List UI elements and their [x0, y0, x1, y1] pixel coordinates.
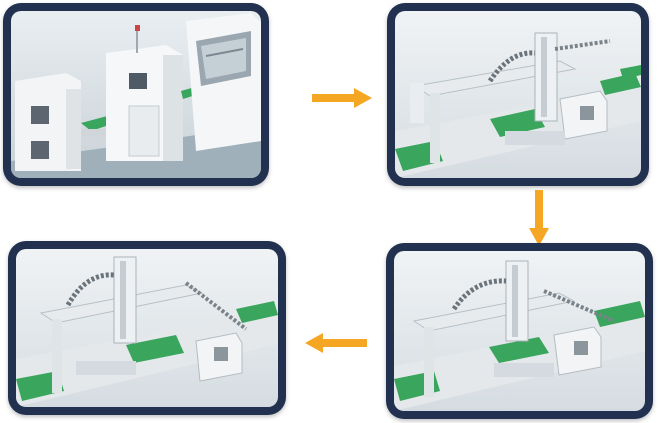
- arrow-down-icon: [529, 190, 549, 246]
- step-2-panel: [387, 3, 649, 186]
- arrow-right-icon: [312, 88, 372, 108]
- gantry-loader-picking-board-icon: [395, 11, 641, 178]
- step-3-panel: [386, 243, 653, 419]
- gantry-loader-placing-board-icon: [16, 249, 278, 407]
- step-1-panel: [3, 3, 269, 186]
- arrow-left-icon: [305, 333, 367, 353]
- gantry-loader-moving-board-icon: [394, 251, 645, 411]
- step-4-panel: [8, 241, 286, 415]
- pcb-production-line-machines-icon: [11, 11, 261, 178]
